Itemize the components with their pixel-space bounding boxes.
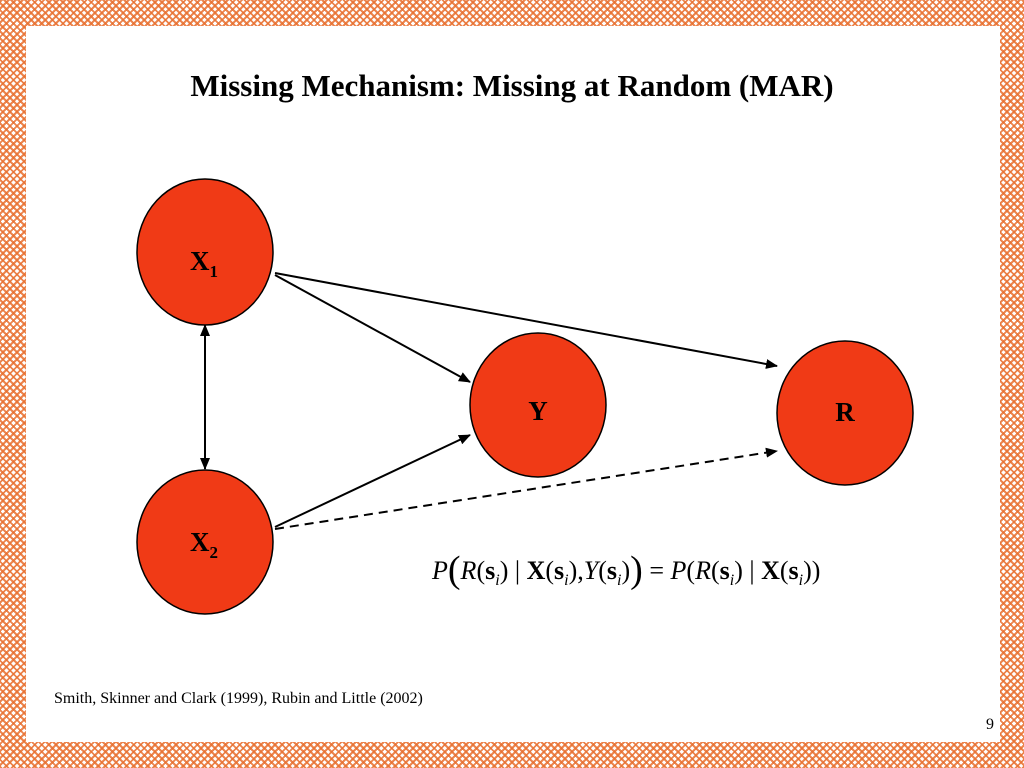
node-x2-circle xyxy=(136,469,274,615)
page-number: 9 xyxy=(986,716,994,733)
edge-x1-to-r xyxy=(274,272,778,369)
node-r-circle xyxy=(776,340,914,486)
node-r-label: R xyxy=(835,397,855,427)
edge-x1-to-y xyxy=(274,274,471,383)
node-y-circle xyxy=(469,332,607,478)
node-y: Y xyxy=(469,332,607,478)
edge-x2-to-r-dashed xyxy=(274,447,778,530)
node-y-label: Y xyxy=(528,396,548,426)
node-x2-label: X2 xyxy=(190,527,218,562)
node-x2: X2 xyxy=(136,469,274,615)
node-r: R xyxy=(776,340,914,486)
node-x1-circle xyxy=(136,178,274,326)
citation: Smith, Skinner and Clark (1999), Rubin a… xyxy=(54,690,423,707)
node-x1: X1 xyxy=(136,178,274,326)
edge-x2-to-y xyxy=(274,434,471,528)
node-x1-label: X1 xyxy=(190,246,218,281)
mar-formula: P(R(si) | X(si),Y(si)) = P(R(si) | X(si)… xyxy=(432,549,821,591)
slide-title: Missing Mechanism: Missing at Random (MA… xyxy=(190,68,834,103)
